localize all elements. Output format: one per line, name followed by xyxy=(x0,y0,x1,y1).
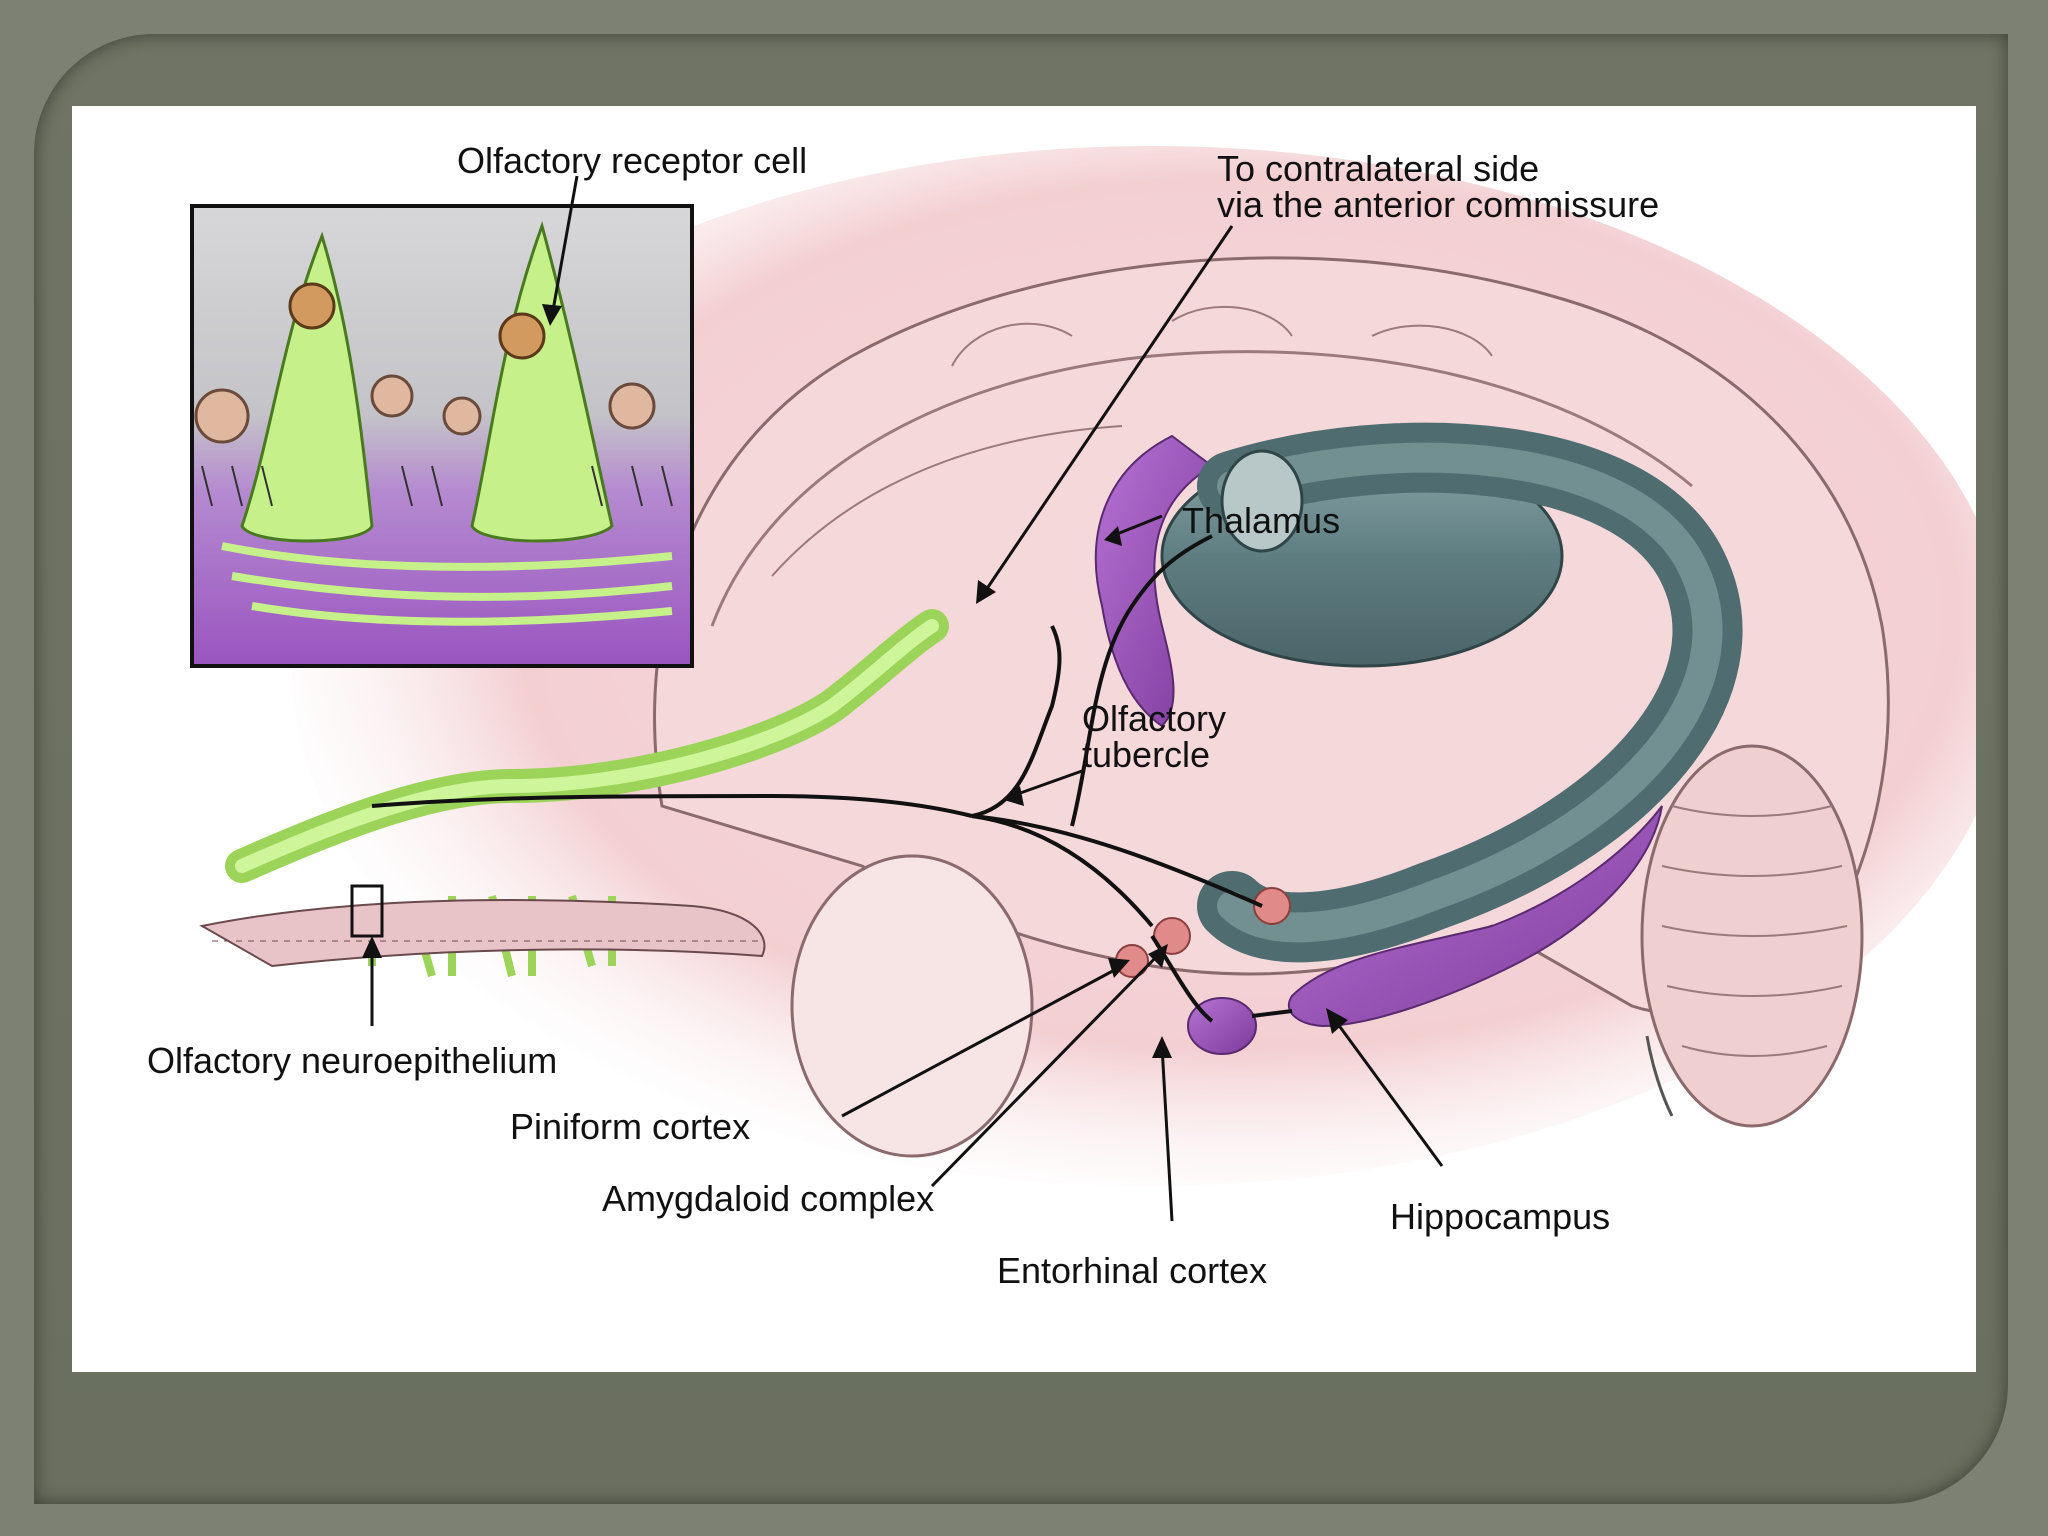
tubercle-blob xyxy=(1253,887,1291,925)
neuroepithelium-strip xyxy=(199,884,766,968)
temporal-lobe xyxy=(790,854,1034,1158)
label-olfactory-tubercle-line2: tubercle xyxy=(1082,734,1211,775)
olfactory-pathway-illustration xyxy=(190,146,1976,1222)
label-entorhinal-cortex: Entorhinal cortex xyxy=(997,1250,1268,1291)
label-thalamus: Thalamus xyxy=(1182,500,1341,541)
label-olfactory-tubercle-line1: Olfactory xyxy=(1082,698,1227,739)
label-contralateral-line2: via the anterior commissure xyxy=(1217,184,1660,225)
label-olfactory-receptor-cell: Olfactory receptor cell xyxy=(457,140,808,181)
fornix-arc xyxy=(1197,422,1743,963)
caudate-purple-strip xyxy=(1094,434,1214,728)
hippocampus-structure xyxy=(1287,805,1663,1028)
cerebellum xyxy=(1640,744,1864,1128)
label-piniform-cortex: Piniform cortex xyxy=(510,1106,751,1147)
label-leader-lines xyxy=(370,175,1444,1222)
label-hippocampus: Hippocampus xyxy=(1390,1196,1611,1237)
receptor-cell-inset xyxy=(190,204,694,668)
neural-pathway-lines xyxy=(371,534,1293,1023)
slide-canvas: Olfactory receptor cell To contralateral… xyxy=(72,106,1976,1372)
label-amygdaloid-complex: Amygdaloid complex xyxy=(602,1178,935,1219)
label-olfactory-neuroepithelium: Olfactory neuroepithelium xyxy=(147,1040,558,1081)
artist-signature xyxy=(1645,1035,1674,1117)
label-contralateral-line1: To contralateral side xyxy=(1217,148,1540,189)
label-arrowheads xyxy=(362,304,1348,1058)
